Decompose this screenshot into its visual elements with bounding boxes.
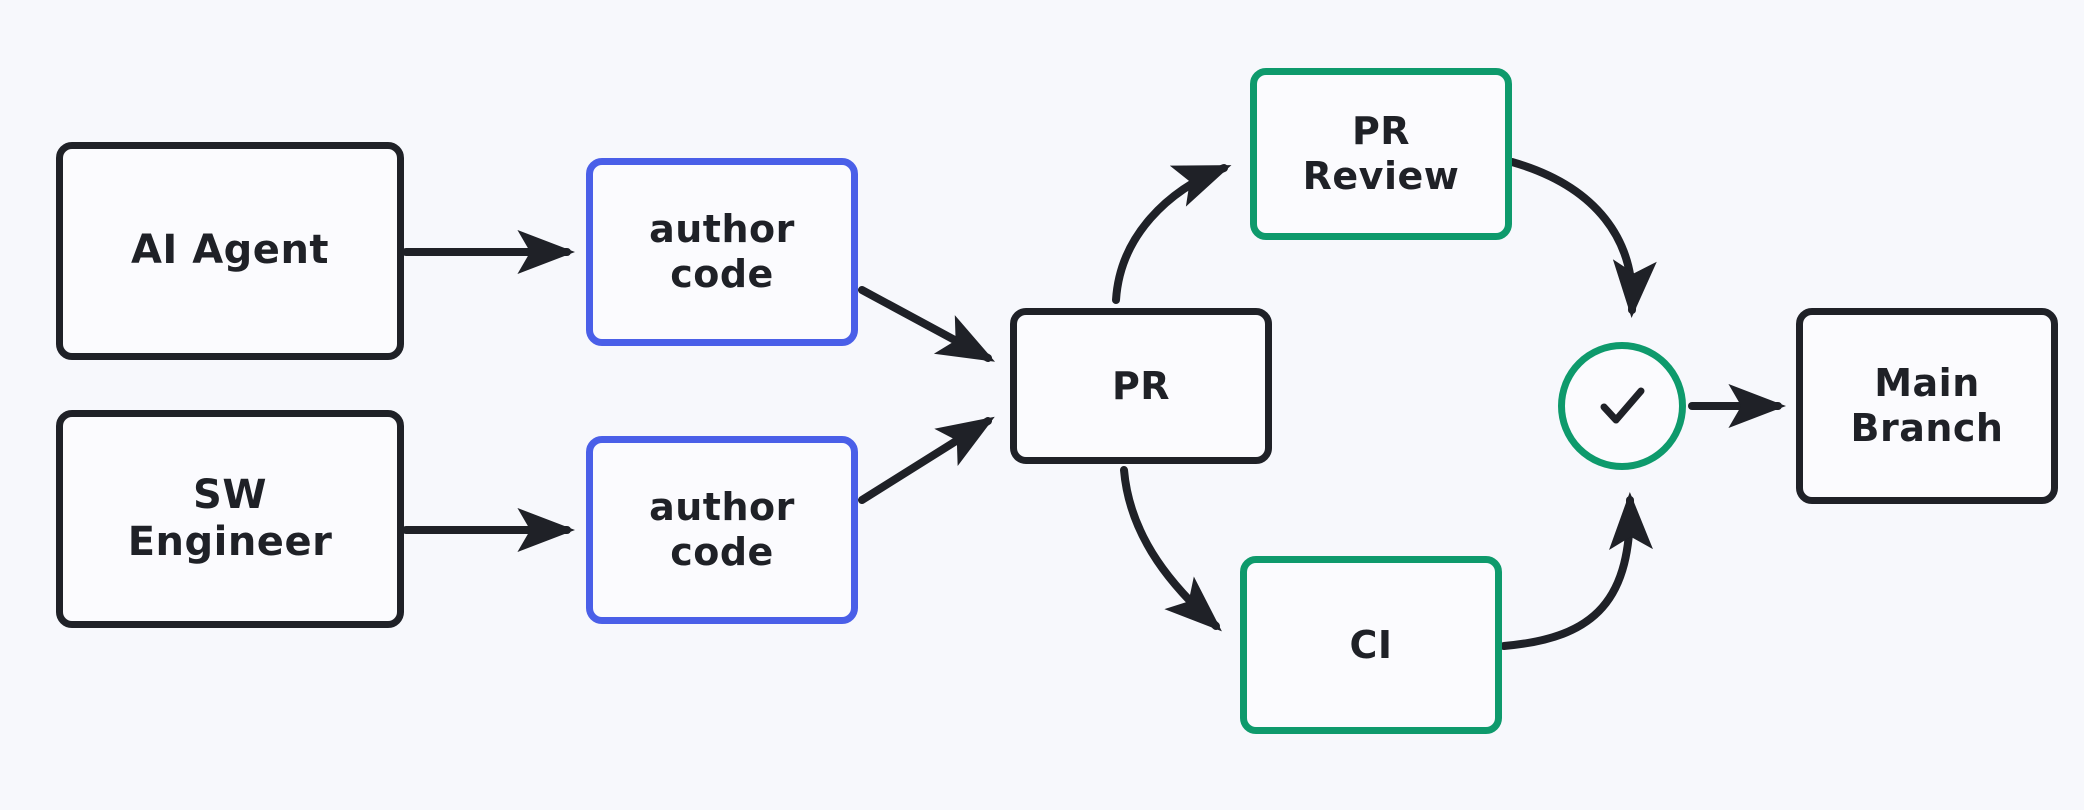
node-author-code-top[interactable]: author code xyxy=(586,158,858,346)
edge-author-code-bottom-to-pr xyxy=(858,416,995,504)
edge-ci-to-check xyxy=(1500,492,1653,650)
edge-pr-to-ci xyxy=(1120,466,1222,632)
node-author-code-bottom[interactable]: author code xyxy=(586,436,858,624)
node-pr[interactable]: PR xyxy=(1010,308,1272,464)
checkmark-icon xyxy=(1600,387,1645,424)
node-pr-review[interactable]: PR Review xyxy=(1250,68,1512,240)
node-sw-engineer[interactable]: SW Engineer xyxy=(56,410,404,628)
node-ci[interactable]: CI xyxy=(1240,556,1502,734)
edge-pr-review-to-check xyxy=(1508,158,1657,318)
node-ai-agent[interactable]: AI Agent xyxy=(56,142,404,360)
node-author-code-top-label: author code xyxy=(649,207,795,296)
node-ci-label: CI xyxy=(1349,622,1393,667)
node-ai-agent-label: AI Agent xyxy=(130,227,330,274)
node-pr-label: PR xyxy=(1111,363,1171,408)
node-main-branch-label: Main Branch xyxy=(1850,361,2004,450)
node-author-code-bottom-label: author code xyxy=(649,485,795,574)
edge-pr-to-pr-review xyxy=(1112,164,1232,304)
node-main-branch[interactable]: Main Branch xyxy=(1796,308,2058,504)
node-sw-engineer-label: SW Engineer xyxy=(127,471,333,565)
edge-author-code-top-to-pr xyxy=(858,286,996,362)
check-circle-icon[interactable] xyxy=(1558,342,1686,470)
node-pr-review-label: PR Review xyxy=(1302,109,1460,198)
